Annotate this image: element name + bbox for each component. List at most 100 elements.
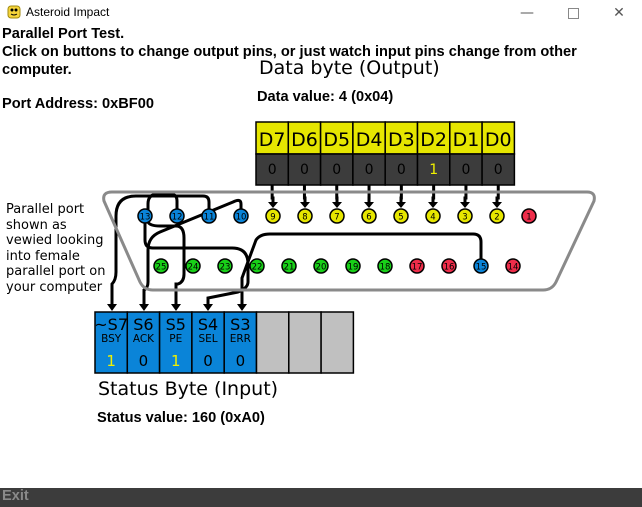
bit-value: 0: [494, 162, 503, 178]
pin-circle: [169, 208, 185, 224]
bit-label: D3: [388, 129, 415, 151]
pin-24: 24: [185, 258, 201, 274]
output-wire-pin-9: [268, 185, 278, 208]
pin-circle: [457, 208, 473, 224]
pin-number: 20: [316, 262, 327, 272]
instructions-line-cont: computer.: [2, 62, 72, 78]
python-app-icon: [7, 5, 21, 19]
pin-circle: [233, 208, 249, 224]
bit-value-cell: [287, 153, 322, 186]
pin-circle: [393, 208, 409, 224]
status-value: 1: [171, 352, 181, 370]
bit-label-cell: [352, 121, 386, 155]
status-label: S4: [198, 315, 218, 334]
pin-number: 9: [270, 212, 275, 222]
footer-bar: Exit: [0, 488, 642, 507]
input-wire-pin-15: [237, 232, 483, 311]
pin-number: 15: [476, 262, 487, 272]
note-line: parallel port on: [6, 264, 106, 280]
pin-23: 23: [217, 258, 233, 274]
output-bit-d7-button[interactable]: D70: [255, 121, 290, 186]
output-bit-d0-button[interactable]: D0 0: [481, 121, 516, 186]
pin-circle: [217, 258, 233, 274]
pin-8: 8: [297, 208, 313, 224]
output-wire-pin-6: [364, 185, 374, 208]
instructions-line: Click on buttons to change output pins, …: [2, 44, 577, 60]
pin-circle: [441, 258, 457, 274]
exit-button[interactable]: Exit: [2, 488, 29, 504]
pin-circle: [377, 258, 393, 274]
pin-4: 4: [425, 208, 441, 224]
status-value: 0: [203, 352, 213, 370]
output-bit-d3-button[interactable]: D3 0: [384, 121, 419, 186]
unused-status-slot: [288, 311, 322, 374]
bit-value: 0: [397, 162, 406, 178]
bit-label-cell: [481, 121, 516, 155]
bit-value-cell: [352, 153, 386, 186]
arrow-icon: [203, 304, 213, 311]
pin-14: 14: [505, 258, 521, 274]
pin-19: 19: [345, 258, 361, 274]
arrow-icon: [460, 202, 470, 208]
wire: [110, 194, 211, 304]
pin-5: 5: [393, 208, 409, 224]
arrow-icon: [268, 202, 278, 208]
bit-label: D1: [453, 129, 480, 151]
output-bit-d5-button[interactable]: D50: [319, 121, 354, 186]
pin-circle: [137, 208, 153, 224]
close-button[interactable]: ✕: [596, 0, 642, 26]
bit-value: 0: [300, 162, 309, 178]
status-sub-label: BSY: [101, 333, 122, 345]
wire: [146, 192, 186, 304]
output-bit-d6-button[interactable]: D6 0: [287, 121, 322, 186]
pin-circle: [361, 208, 377, 224]
minimize-button[interactable]: —: [504, 0, 550, 26]
wire: [495, 185, 500, 204]
pin-number: 5: [398, 212, 403, 222]
wires: [107, 185, 502, 311]
pin-number: 2: [494, 212, 499, 222]
wire: [142, 198, 243, 304]
maximize-button[interactable]: [550, 0, 596, 26]
pin-circle: [473, 258, 489, 274]
pin-circle: [409, 258, 425, 274]
output-bit-d2-button[interactable]: D21: [416, 121, 451, 186]
output-bit-d4-button[interactable]: D40: [352, 121, 386, 186]
status-cell: [191, 311, 225, 374]
output-wire-pin-3: [460, 185, 470, 208]
pin-number: 24: [188, 262, 199, 272]
output-bit-d1-button[interactable]: D10: [449, 121, 483, 186]
bit-label-cell: [449, 121, 483, 155]
output-value: Data value: 4 (0x04): [257, 89, 394, 105]
app-canvas: Parallel Port Test. Click on buttons to …: [0, 26, 642, 507]
pin-circle: [505, 258, 521, 274]
wire: [431, 185, 436, 204]
orientation-note: Parallel port shown as vewied looking in…: [6, 202, 105, 296]
pin-number: 12: [172, 212, 183, 222]
output-wire-pin-2: [492, 185, 502, 208]
note-line: Parallel port: [6, 202, 85, 217]
bit-label: D4: [356, 129, 383, 151]
status-label: S5: [166, 315, 186, 334]
arrow-icon: [396, 202, 406, 208]
pin-number: 11: [204, 212, 215, 222]
pin-number: 17: [412, 262, 423, 272]
bit-label: D0: [485, 129, 512, 151]
input-wire-pin-11: [107, 194, 211, 311]
title-bar[interactable]: Asteroid Impact — ✕: [0, 0, 642, 26]
minimize-icon: —: [520, 5, 534, 21]
pin-7: 7: [329, 208, 345, 224]
bit-label: D6: [291, 129, 318, 151]
note-line: shown as: [6, 217, 67, 233]
arrow-icon: [364, 202, 374, 208]
status-label: ~S7: [94, 315, 128, 334]
arrow-icon: [237, 304, 247, 311]
pin-number: 4: [430, 212, 435, 222]
pin-9: 9: [265, 208, 281, 224]
pin-circle: [185, 258, 201, 274]
output-title: Data byte (Output): [259, 57, 440, 79]
